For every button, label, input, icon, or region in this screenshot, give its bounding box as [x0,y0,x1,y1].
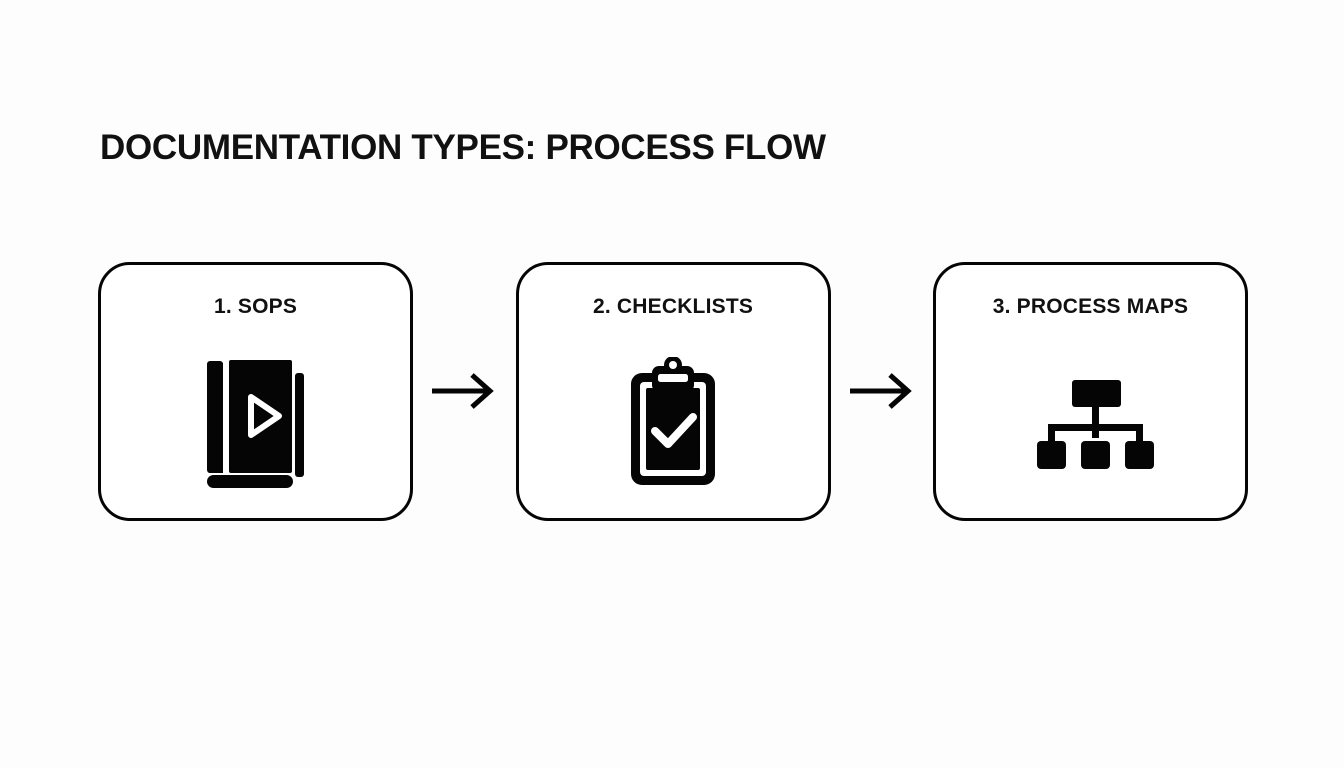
arrow-right-icon-2 [846,368,918,414]
step-label-checklists: 2. CHECKLISTS [592,294,754,318]
process-flow-row: 1. SOPS [98,260,1248,522]
page-title: DOCUMENTATION TYPES: PROCESS FLOW [100,128,826,167]
step-card-sops[interactable]: 1. SOPS [98,261,413,521]
step-label-process-maps: 3. PROCESS MAPS [992,294,1189,318]
step-card-process-maps[interactable]: 3. PROCESS MAPS [933,261,1248,521]
step-card-checklists[interactable]: 2. CHECKLISTS [515,261,831,521]
org-chart-icon [936,353,1245,493]
arrow-right-icon-1 [428,368,500,414]
step-label-sops: 1. SOPS [213,294,298,318]
book-play-icon [101,353,410,493]
clipboard-check-icon [519,353,828,493]
